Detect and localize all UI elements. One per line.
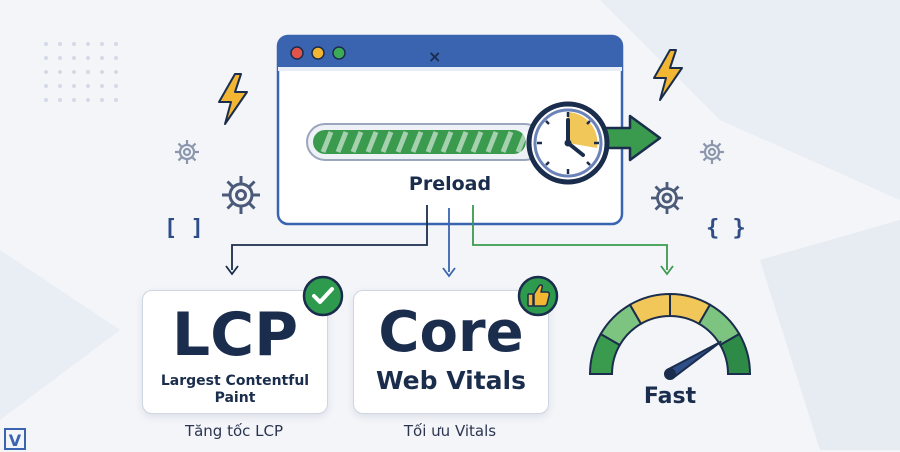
lcp-title: LCP xyxy=(171,300,299,370)
dot-grid xyxy=(44,42,118,102)
progress-stripe xyxy=(365,131,379,153)
minimize-dot[interactable] xyxy=(311,46,325,60)
lcp-subtitle-line-2: Paint xyxy=(214,390,256,406)
bracket-curly-icon: { } xyxy=(706,216,746,241)
window-controls xyxy=(290,46,346,60)
progress-stripe xyxy=(395,131,409,153)
close-icon[interactable]: × xyxy=(428,47,442,66)
gauge-segment xyxy=(718,332,752,375)
progress-stripe xyxy=(455,131,469,153)
lightning-icon xyxy=(653,49,683,101)
lcp-subtitle-line-1: Largest Contentful xyxy=(160,373,310,389)
gear-icon xyxy=(700,140,724,164)
bracket-square-icon: [ ] xyxy=(164,216,204,241)
brand-logo: V xyxy=(4,428,26,450)
maximize-dot[interactable] xyxy=(332,46,346,60)
speed-gauge xyxy=(588,292,752,380)
progress-stripe xyxy=(320,131,334,153)
close-dot[interactable] xyxy=(290,46,304,60)
connector-right xyxy=(472,205,668,270)
cwv-title: Core xyxy=(378,300,524,365)
progress-stripe xyxy=(470,131,484,153)
connector-left xyxy=(231,205,428,270)
cwv-subtitle: Web Vitals xyxy=(376,366,526,395)
check-icon xyxy=(302,275,344,317)
progress-stripe xyxy=(350,131,364,153)
progress-stripe xyxy=(500,131,514,153)
thumbs-up-icon xyxy=(517,275,559,317)
gear-icon xyxy=(651,182,683,214)
progress-stripe xyxy=(335,131,349,153)
progress-bar xyxy=(306,123,544,161)
lcp-card: LCP Largest Contentful Paint xyxy=(142,290,328,414)
progress-stripe xyxy=(485,131,499,153)
lcp-subtitle: Largest Contentful Paint xyxy=(143,373,327,407)
preload-label: Preload xyxy=(408,173,492,195)
progress-stripe xyxy=(410,131,424,153)
lcp-caption: Tăng tốc LCP xyxy=(184,422,284,440)
lightning-icon xyxy=(218,73,248,125)
progress-stripe xyxy=(380,131,394,153)
core-web-vitals-card: Core Web Vitals xyxy=(353,290,549,414)
progress-stripe xyxy=(440,131,454,153)
progress-stripe xyxy=(425,131,439,153)
gear-icon xyxy=(222,176,260,214)
progress-stripe xyxy=(515,131,529,153)
gear-icon xyxy=(175,140,199,164)
fast-label: Fast xyxy=(643,384,697,409)
clock-icon xyxy=(526,101,610,185)
cwv-caption: Tối ưu Vitals xyxy=(403,422,497,440)
gauge-hub xyxy=(664,368,676,380)
